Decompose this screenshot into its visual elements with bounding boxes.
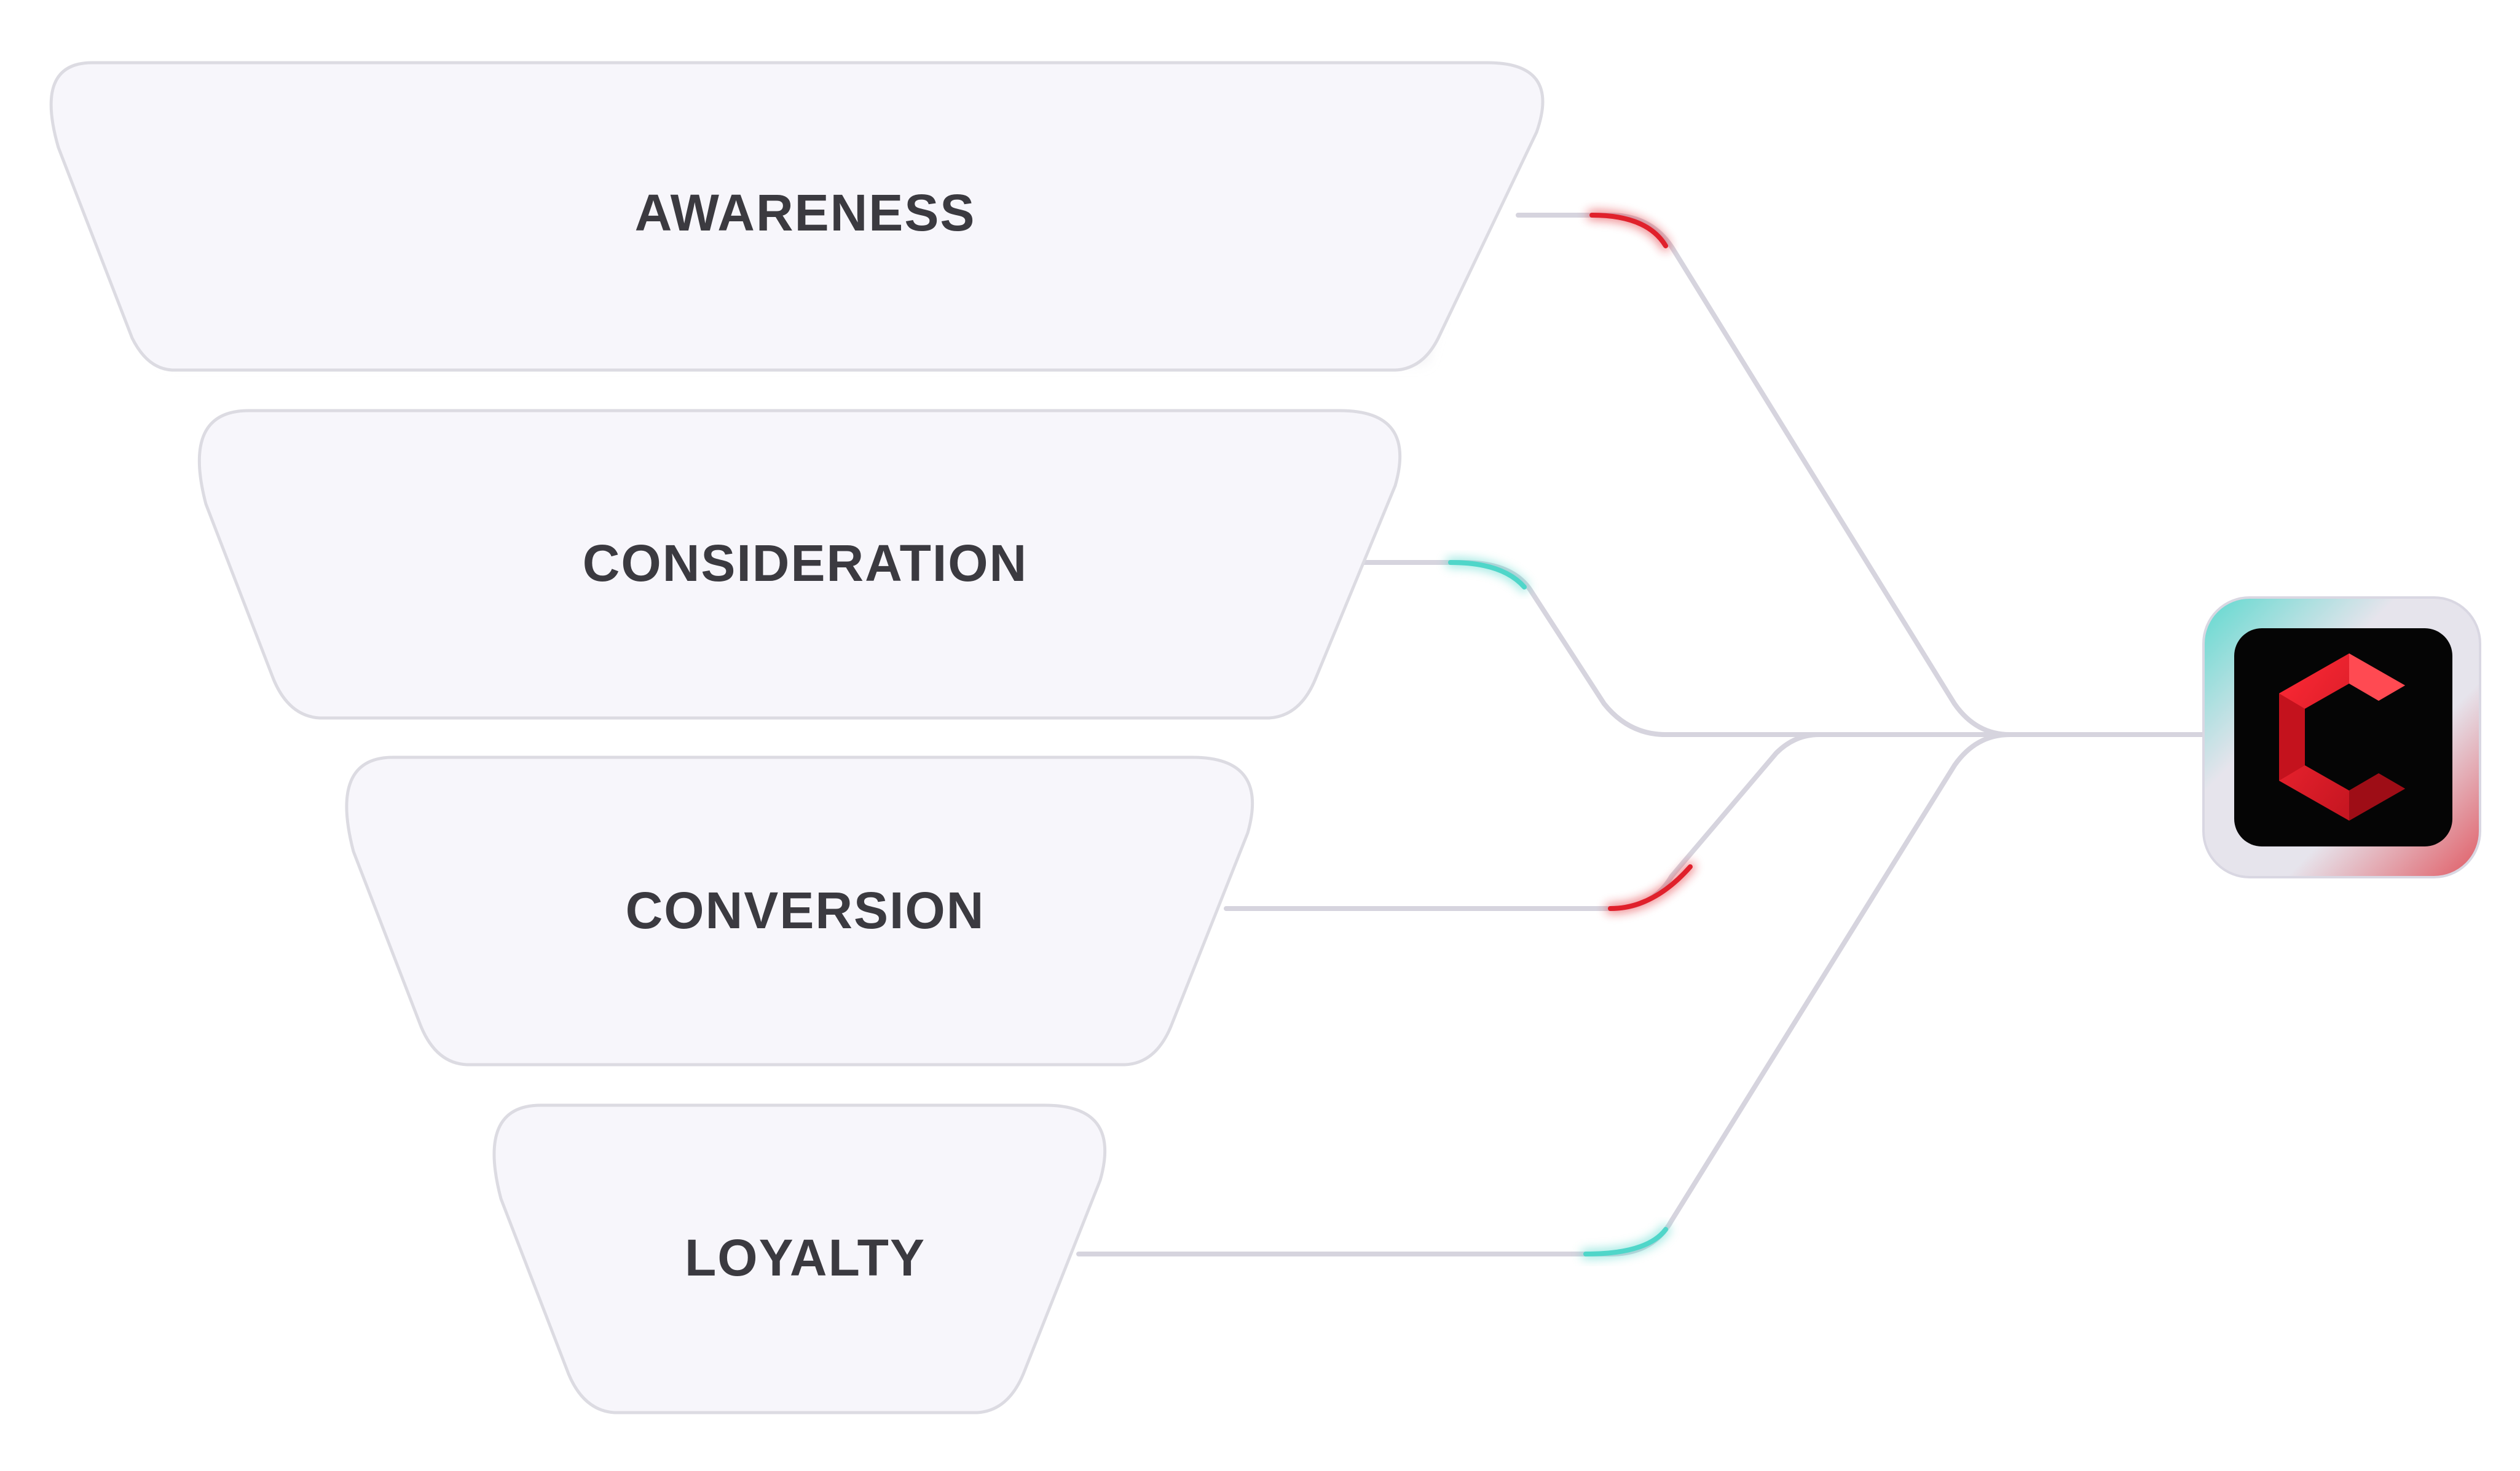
funnel-stage-awareness: AWARENESS	[49, 61, 1545, 372]
funnel-stage-consideration: CONSIDERATION	[197, 409, 1402, 720]
connector-lines	[1076, 210, 2207, 1259]
connector-conversion-accent	[1608, 864, 1693, 911]
funnel-stage-consideration-label: CONSIDERATION	[583, 534, 1028, 592]
connector-conversion-glow	[1605, 862, 1695, 913]
funnel-stage-awareness-label: AWARENESS	[635, 184, 976, 242]
connector-consideration	[1362, 560, 2012, 737]
funnel-stage-conversion-shape	[345, 755, 1254, 1067]
connector-awareness	[1516, 213, 2012, 737]
connector-conversion	[1224, 732, 1822, 911]
hub-logo	[2202, 596, 2481, 878]
connector-consideration-accent	[1448, 560, 1527, 590]
funnel-stage-consideration-shape	[197, 409, 1402, 720]
funnel-stage-loyalty-shape	[492, 1103, 1107, 1414]
funnel-stage-loyalty: LOYALTY	[492, 1103, 1107, 1414]
connector-loyalty-accent	[1583, 1227, 1668, 1256]
letter-c-logo-icon	[2279, 653, 2405, 821]
funnel-stage-conversion: CONVERSION	[345, 755, 1254, 1067]
funnel-stage-conversion-label: CONVERSION	[626, 881, 985, 939]
funnel-stage-loyalty-label: LOYALTY	[685, 1229, 926, 1287]
connector-awareness-accent	[1589, 213, 1668, 248]
funnel-stage-awareness-shape	[49, 61, 1545, 372]
